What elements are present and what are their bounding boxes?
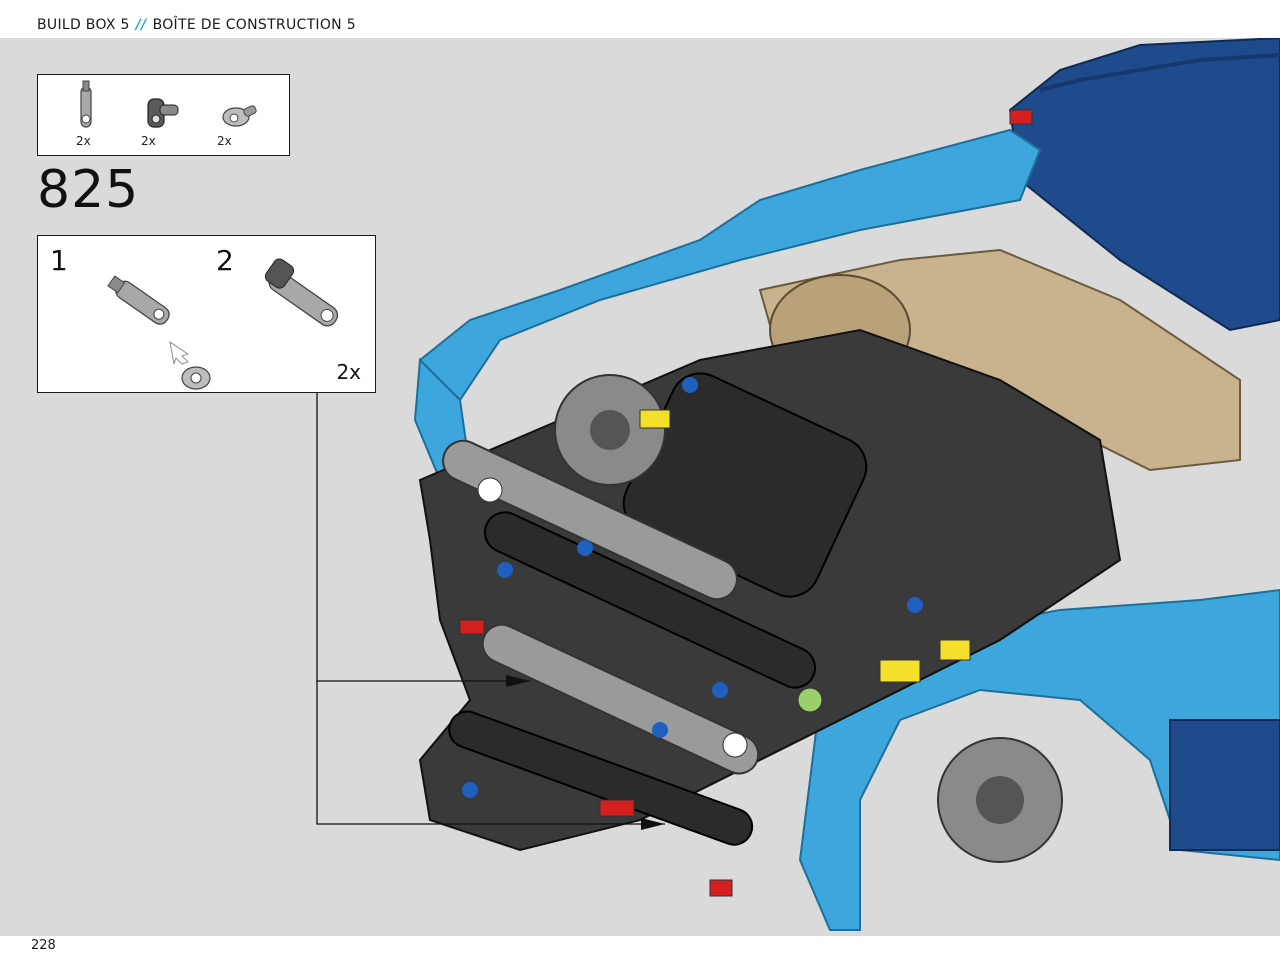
illustration-canvas [0,38,1280,936]
pin-with-ball-icon [222,105,257,127]
parts-qty-1: 2x [76,134,91,148]
sub-step-2-illustration [264,258,339,327]
sub-step-2-label: 2 [216,244,234,277]
page-footer [0,936,1280,974]
header-title-en: BUILD BOX 5 [37,17,130,33]
sub-step-1-illustration [107,275,211,390]
parts-qty-2: 2x [141,134,156,148]
sub-assembly-multiplier: 2x [336,360,361,384]
sub-step-1-label: 1 [50,244,68,277]
header-separator: // [135,17,147,33]
page-header: BUILD BOX 5 // BOÎTE DE CONSTRUCTION 5 [0,0,1280,38]
step-number: 825 [37,160,140,220]
header-title-fr: BOÎTE DE CONSTRUCTION 5 [152,17,356,33]
axle-pin-connector-icon [80,80,92,128]
header-title: BUILD BOX 5 // BOÎTE DE CONSTRUCTION 5 [37,17,356,33]
angle-connector-icon [147,98,179,128]
parts-qty-3: 2x [217,134,232,148]
page-number: 228 [31,938,56,953]
sub-assembly-box: 1 2 2x [37,235,376,393]
parts-list-box: 2x 2x 2x [37,74,290,156]
car-model-illustration [316,38,1280,931]
